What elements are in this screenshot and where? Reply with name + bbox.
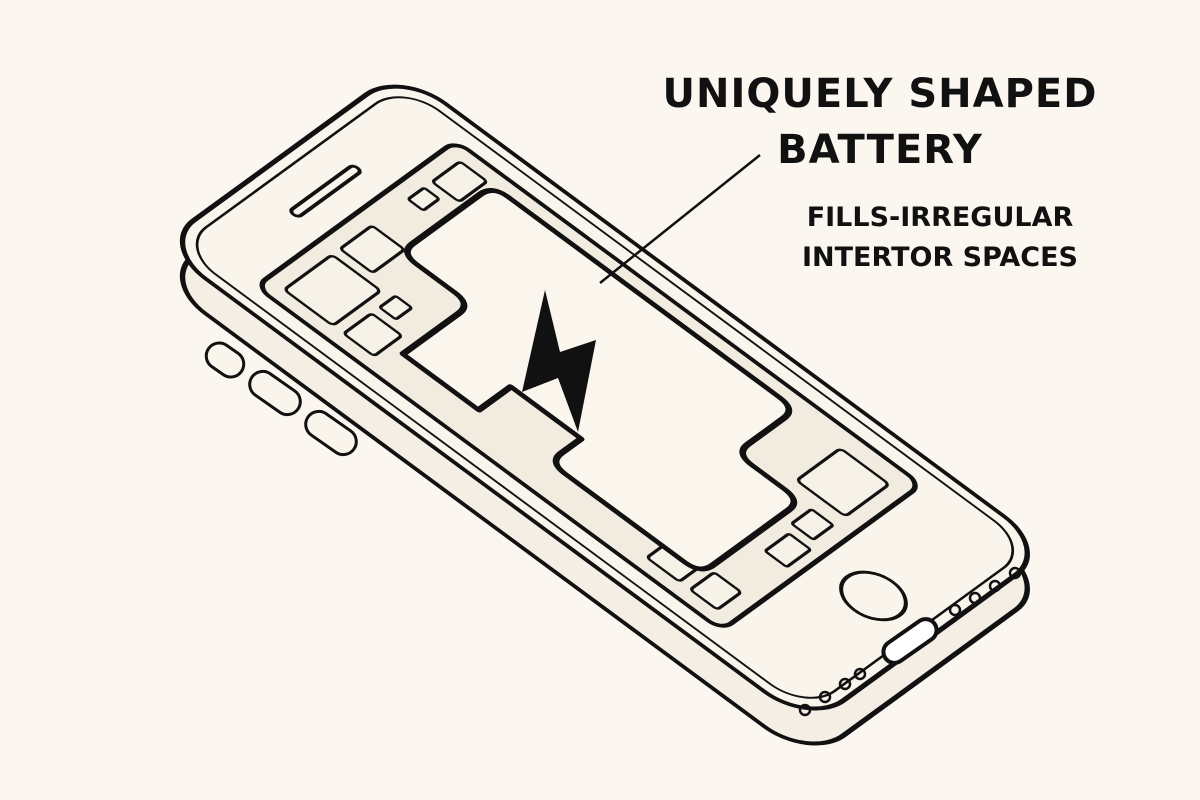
annotation-subtitle: FILLS-IRREGULAR INTERTOR SPACES xyxy=(760,198,1120,278)
subtitle-line-2: INTERTOR SPACES xyxy=(802,242,1078,273)
side-buttons xyxy=(204,341,358,457)
leader-line xyxy=(599,154,761,284)
title-line-2: BATTERY xyxy=(777,127,983,173)
circuit-components xyxy=(284,161,889,610)
speaker-grille xyxy=(798,566,1022,717)
speaker-slot xyxy=(289,164,362,218)
title-line-1: UNIQUELY SHAPED xyxy=(662,71,1098,117)
lightning-bolt-icon xyxy=(522,290,596,432)
home-button[interactable] xyxy=(828,563,918,629)
annotation-title: UNIQUELY SHAPED BATTERY xyxy=(650,66,1110,178)
battery-shape xyxy=(399,188,798,572)
charging-port xyxy=(881,617,939,665)
subtitle-line-1: FILLS-IRREGULAR xyxy=(806,202,1074,233)
